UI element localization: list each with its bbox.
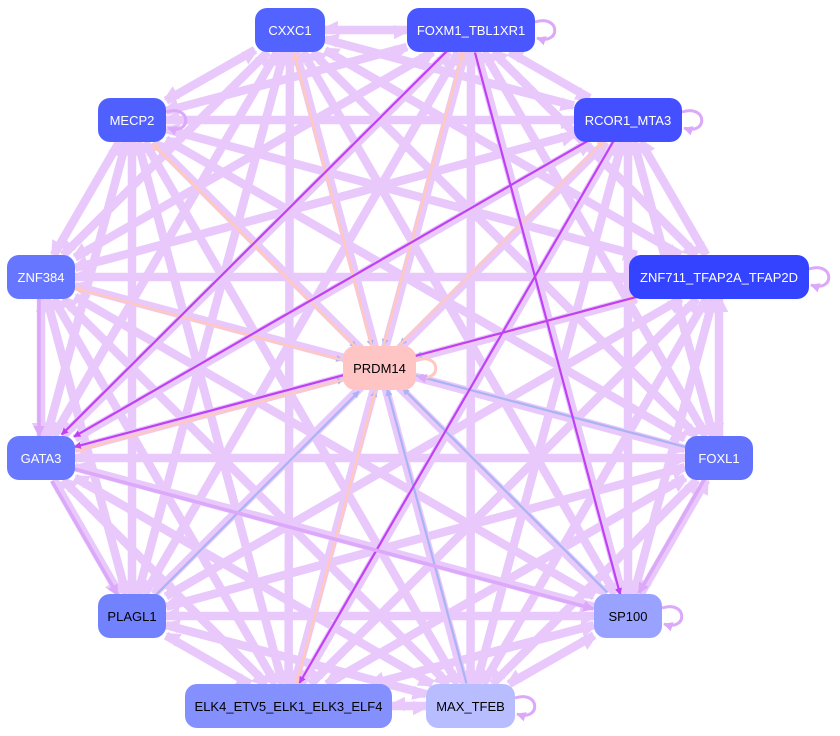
edge-rcor1_mta3-to-foxm1_tbl1xr1 xyxy=(509,48,592,99)
edge-max_tfeb-to-foxl1 xyxy=(492,479,700,688)
edge-plagl1-to-gata3 xyxy=(53,477,124,595)
node-max-tfeb[interactable]: MAX_TFEB xyxy=(426,684,515,728)
edge-plagl1-to-znf711_tfap2a_tfap2d xyxy=(165,298,684,601)
node-foxm1-tbl1xr1[interactable]: FOXM1_TBL1XR1 xyxy=(407,8,535,52)
edge-foxl1-to-prdm14 xyxy=(415,373,686,449)
edge-mecp2-to-cxxc1 xyxy=(165,49,258,105)
edge-plagl1-to-cxxc1 xyxy=(137,51,290,596)
edge-sp100-to-max_tfeb xyxy=(506,631,595,685)
node-label: MAX_TFEB xyxy=(436,698,505,714)
edge-rcor1_mta3-to-gata3 xyxy=(73,139,590,438)
edge-elk4_etv5_elk1_elk3_elf4-to-znf384 xyxy=(53,296,280,685)
edge-sp100-to-prdm14 xyxy=(402,387,609,594)
self-loop-rcor1_mta3 xyxy=(681,109,704,136)
edge-elk4_etv5_elk1_elk3_elf4-to-plagl1 xyxy=(165,631,253,685)
edge-max_tfeb-to-znf384 xyxy=(62,295,452,685)
edge-mecp2-to-znf384 xyxy=(50,139,120,256)
edge-prdm14-to-znf384 xyxy=(73,285,343,362)
node-sp100[interactable]: SP100 xyxy=(594,594,662,638)
edge-gata3-to-plagl1 xyxy=(50,480,120,596)
edge-max_tfeb-to-plagl1 xyxy=(165,619,428,695)
edge-rcor1_mta3-to-znf384 xyxy=(73,130,575,270)
node-label: FOXL1 xyxy=(698,450,740,466)
edge-sp100-to-elk4_etv5_elk1_elk3_elf4 xyxy=(369,620,595,686)
edge-znf711_tfap2a_tfap2d-to-plagl1 xyxy=(163,295,682,597)
edge-cxxc1-to-elk4_etv5_elk1_elk3_elf4 xyxy=(279,51,294,686)
edge-sp100-to-foxl1 xyxy=(640,479,711,597)
node-label: FOXM1_TBL1XR1 xyxy=(416,22,526,38)
node-elk4-etv5-elk1-elk3-elf4[interactable]: ELK4_ETV5_ELK1_ELK3_ELF4 xyxy=(185,684,392,728)
edge-foxl1-to-sp100 xyxy=(637,478,707,594)
edge-max_tfeb-to-znf711_tfap2a_tfap2d xyxy=(483,298,710,687)
edge-foxl1-to-mecp2 xyxy=(165,135,688,439)
node-znf711-tfap2a-tfap2d[interactable]: ZNF711_TFAP2A_TFAP2D xyxy=(629,255,809,299)
edge-max_tfeb-to-sp100 xyxy=(508,635,597,688)
edge-plagl1-to-znf384 xyxy=(45,297,131,595)
node-label: RCOR1_MTA3 xyxy=(584,112,672,128)
self-loop-max_tfeb xyxy=(514,695,537,722)
edge-znf711_tfap2a_tfap2d-to-sp100 xyxy=(628,297,714,595)
edge-prdm14-to-gata3 xyxy=(74,378,344,453)
node-gata3[interactable]: GATA3 xyxy=(7,436,75,480)
edge-elk4_etv5_elk1_elk3_elf4-to-sp100 xyxy=(371,623,596,689)
edge-plagl1-to-prdm14 xyxy=(154,390,360,597)
edge-max_tfeb-to-mecp2 xyxy=(144,139,462,685)
node-label: CXXC1 xyxy=(268,22,312,38)
node-label: SP100 xyxy=(608,608,648,624)
edge-znf384-to-max_tfeb xyxy=(60,298,449,688)
edge-gata3-to-rcor1_mta3 xyxy=(74,141,593,443)
edge-znf384-to-rcor1_mta3 xyxy=(74,132,576,273)
edge-elk4_etv5_elk1_elk3_elf4-to-mecp2 xyxy=(136,140,287,685)
node-plagl1[interactable]: PLAGL1 xyxy=(98,594,166,638)
edge-plagl1-to-foxm1_tbl1xr1 xyxy=(144,51,462,597)
edge-rcor1_mta3-to-znf711_tfap2a_tfap2d xyxy=(637,141,707,258)
node-znf384[interactable]: ZNF384 xyxy=(7,255,75,299)
edge-znf711_tfap2a_tfap2d-to-mecp2 xyxy=(165,123,638,256)
edge-gata3-to-elk4_etv5_elk1_elk3_elf4 xyxy=(59,479,267,688)
edge-prdm14-to-foxm1_tbl1xr1 xyxy=(382,50,466,346)
edge-sp100-to-foxm1_tbl1xr1 xyxy=(475,50,627,595)
edge-prdm14-to-rcor1_mta3 xyxy=(399,139,606,346)
node-mecp2[interactable]: MECP2 xyxy=(98,98,166,142)
node-label: ZNF711_TFAP2A_TFAP2D xyxy=(640,269,798,285)
self-loop-mecp2 xyxy=(165,109,188,136)
edge-elk4_etv5_elk1_elk3_elf4-to-cxxc1 xyxy=(284,50,300,685)
node-foxl1[interactable]: FOXL1 xyxy=(685,436,753,480)
node-label: PLAGL1 xyxy=(107,608,157,624)
edge-foxm1_tbl1xr1-to-sp100 xyxy=(473,52,622,596)
edge-rcor1_mta3-to-elk4_etv5_elk1_elk3_elf4 xyxy=(298,140,615,684)
node-label: GATA3 xyxy=(20,450,62,466)
node-rcor1-mta3[interactable]: RCOR1_MTA3 xyxy=(574,98,682,142)
edge-cxxc1-to-mecp2 xyxy=(163,46,256,101)
self-loop-prdm14 xyxy=(415,357,438,384)
edge-elk4_etv5_elk1_elk3_elf4-to-rcor1_mta3 xyxy=(301,141,619,687)
edge-prdm14-to-cxxc1 xyxy=(291,51,373,347)
node-label: ZNF384 xyxy=(17,269,65,285)
edge-prdm14-to-mecp2 xyxy=(151,142,358,349)
edge-znf384-to-sp100 xyxy=(72,296,595,601)
edge-max_tfeb-to-gata3 xyxy=(74,473,435,685)
edge-mecp2-to-foxm1_tbl1xr1 xyxy=(165,45,409,116)
node-label: ELK4_ETV5_ELK1_ELK3_ELF4 xyxy=(194,698,383,714)
node-prdm14[interactable]: PRDM14 xyxy=(343,346,416,390)
edge-max_tfeb-to-prdm14 xyxy=(385,388,468,684)
edge-elk4_etv5_elk1_elk3_elf4-to-gata3 xyxy=(62,476,270,685)
edge-elk4_etv5_elk1_elk3_elf4-to-znf711_tfap2a_tfap2d xyxy=(310,298,700,688)
edge-sp100-to-znf711_tfap2a_tfap2d xyxy=(633,298,719,596)
edge-znf711_tfap2a_tfap2d-to-rcor1_mta3 xyxy=(640,139,710,256)
self-loop-sp100 xyxy=(661,605,684,632)
edge-max_tfeb-to-rcor1_mta3 xyxy=(476,141,628,686)
edge-mecp2-to-foxl1 xyxy=(163,139,686,443)
edge-znf384-to-mecp2 xyxy=(53,141,123,258)
edge-foxm1_tbl1xr1-to-mecp2 xyxy=(164,42,408,113)
edge-gata3-to-sp100 xyxy=(74,467,595,612)
node-cxxc1[interactable]: CXXC1 xyxy=(255,8,325,52)
node-label: PRDM14 xyxy=(353,360,406,376)
self-loop-znf711_tfap2a_tfap2d xyxy=(808,266,831,293)
edge-foxm1_tbl1xr1-to-gata3 xyxy=(60,49,449,436)
node-label: MECP2 xyxy=(109,112,155,128)
edge-sp100-to-znf384 xyxy=(74,292,597,597)
edge-prdm14-to-elk4_etv5_elk1_elk3_elf4 xyxy=(294,390,377,686)
self-loop-foxm1_tbl1xr1 xyxy=(534,19,557,46)
